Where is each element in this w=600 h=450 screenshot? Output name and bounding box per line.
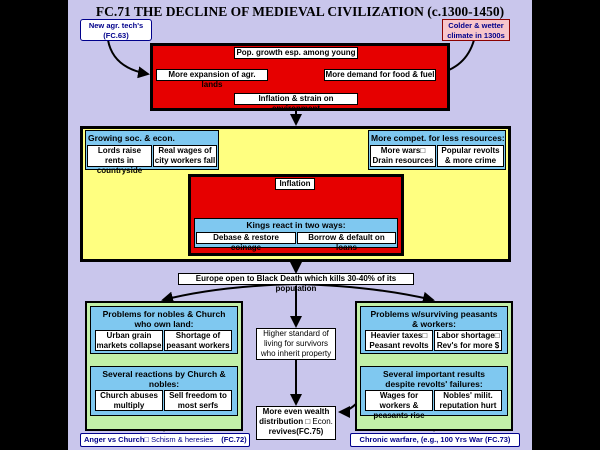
more-competition-header: More compet. for less resources: [371,133,505,143]
problems-peasants-header: Problems w/surviving peasants & workers: [370,309,498,329]
more-demand-box: More demand for food & fuel [324,69,436,81]
sell-freedom-box: Sell freedom to most serfs [164,390,232,411]
church-abuses-box: Church abuses multiply [95,390,163,411]
problems-nobles-header: Problems for nobles & Church who own lan… [102,309,226,329]
anger-church-footer: Anger vs Church□ Schism & heresies (FC.7… [80,433,250,447]
fc72-text: (FC.72) [221,435,247,444]
black-death-box: Europe open to Black Death which kills 3… [178,273,414,293]
chronic-warfare-footer: Chronic warfare, (e.g., 100 Yrs War (FC.… [350,433,520,447]
anger-church-text: Anger vs Church□ [84,435,149,444]
more-wealth-line2a: distribution [259,417,304,426]
nobles-milit-box: Nobles' milit. reputation hurt [434,390,502,411]
labor-shortage-box: Labor shortage□ Rev's for more $ [434,330,502,351]
more-wealth-line2b: □ Econ. [305,417,333,426]
real-wages-box: Real wages of city workers fall [153,145,217,167]
borrow-default-box: Borrow & default on loans [297,232,396,252]
page-title: FC.71 THE DECLINE OF MEDIEVAL CIVILIZATI… [95,4,505,19]
debase-coinage-box: Debase & restore coinage [196,232,296,252]
schism-text: Schism & heresies [151,435,214,444]
inflation-strain-box: Inflation & strain on environment [234,93,358,113]
inflation-box: Inflation [275,178,315,190]
more-even-wealth-box: More even wealth distribution □ Econ. re… [256,406,336,440]
kings-react-header: Kings react in two ways: [246,220,346,230]
more-wars-box: More wars□ Drain resources [370,145,436,167]
more-expansion-box: More expansion of agr. lands [156,69,268,89]
important-results-header: Several important results despite revolt… [382,369,486,389]
more-wealth-line2: distribution □ Econ. [257,417,335,427]
higher-standard-box: Higher standard of living for survivors … [256,328,336,360]
shortage-peasant-box: Shortage of peasant workers [164,330,232,351]
more-wealth-line3: revives(FC.75) [268,427,324,436]
more-wealth-line1: More even wealth [262,407,330,416]
urban-grain-box: Urban grain markets collapse [95,330,163,351]
pop-growth-box: Pop. growth esp. among young [234,47,358,59]
heavier-taxes-box: Heavier taxes□ Peasant revolts [365,330,433,351]
slide: FC.71 THE DECLINE OF MEDIEVAL CIVILIZATI… [68,0,532,450]
colder-climate-box: Colder & wetter climate in 1300s [442,19,510,41]
lords-raise-rents-box: Lords raise rents in countryside [87,145,152,175]
reactions-header: Several reactions by Church & nobles: [102,369,226,389]
new-agr-techs-box: New agr. tech's (FC.63) [80,19,152,41]
wages-rise-box: Wages for workers & peasants rise [365,390,433,420]
popular-revolts-box: Popular revolts & more crime [437,145,504,167]
